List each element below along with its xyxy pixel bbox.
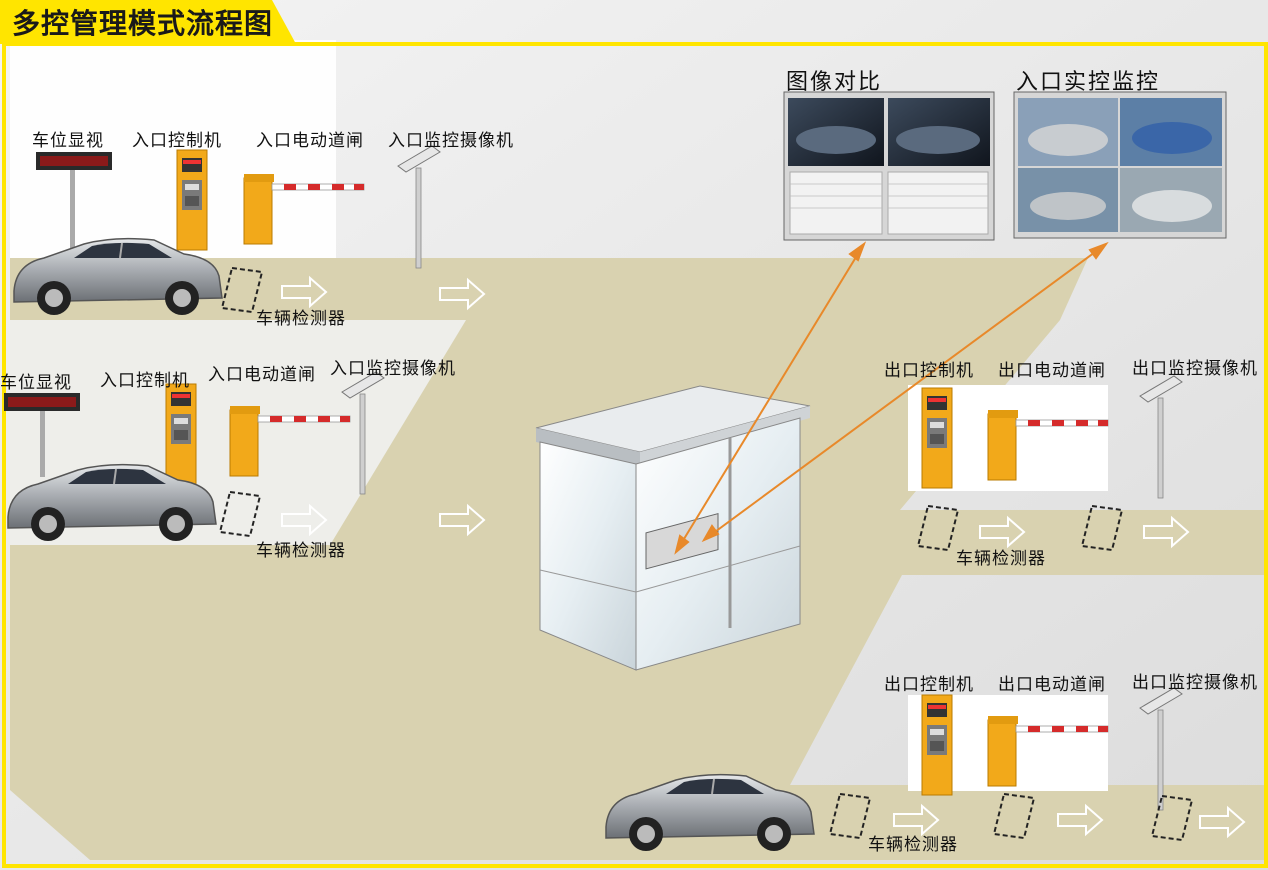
entry2-camera-label: 入口监控摄像机 xyxy=(330,359,456,379)
page-title: 多控管理模式流程图 xyxy=(12,7,274,40)
guard-booth xyxy=(535,385,811,671)
entry1-barrier-label: 入口电动道闸 xyxy=(256,131,364,151)
entry2-controller-label: 入口控制机 xyxy=(100,371,190,391)
exit1-camera-label: 出口监控摄像机 xyxy=(1132,359,1258,379)
title-tab xyxy=(0,0,296,44)
display-pole xyxy=(70,170,75,250)
monitor-compare xyxy=(783,91,995,241)
entry1-detector-label: 车辆检测器 xyxy=(256,309,346,329)
entry1-controller-label: 入口控制机 xyxy=(132,131,222,151)
exit1-controller-label: 出口控制机 xyxy=(884,361,974,381)
exit2-camera-label: 出口监控摄像机 xyxy=(1132,673,1258,693)
frame xyxy=(2,42,1268,868)
entry1-display-label: 车位显视 xyxy=(32,131,104,151)
exit1-detector-label: 车辆检测器 xyxy=(956,549,1046,569)
controller-kiosk xyxy=(176,149,208,251)
display-pole xyxy=(40,411,45,477)
entry1-camera-label: 入口监控摄像机 xyxy=(388,131,514,151)
monitor-live-title: 入口实控监控 xyxy=(1016,70,1161,95)
exit2-controller-label: 出口控制机 xyxy=(884,675,974,695)
exit2-barrier-label: 出口电动道闸 xyxy=(998,675,1106,695)
exit1-barrier-label: 出口电动道闸 xyxy=(998,361,1106,381)
entry2-barrier-label: 入口电动道闸 xyxy=(208,365,316,385)
entry2-detector-label: 车辆检测器 xyxy=(256,541,346,561)
monitor-compare-title: 图像对比 xyxy=(786,70,883,95)
entry2-display-label: 车位显视 xyxy=(0,373,72,393)
controller-kiosk xyxy=(921,694,953,796)
exit2-detector-label: 车辆检测器 xyxy=(868,835,958,855)
controller-kiosk xyxy=(165,383,197,485)
monitor-live xyxy=(1013,91,1227,239)
data-link-arrows xyxy=(674,241,1109,555)
controller-kiosk xyxy=(921,387,953,489)
entry-panel-1 xyxy=(10,40,336,258)
